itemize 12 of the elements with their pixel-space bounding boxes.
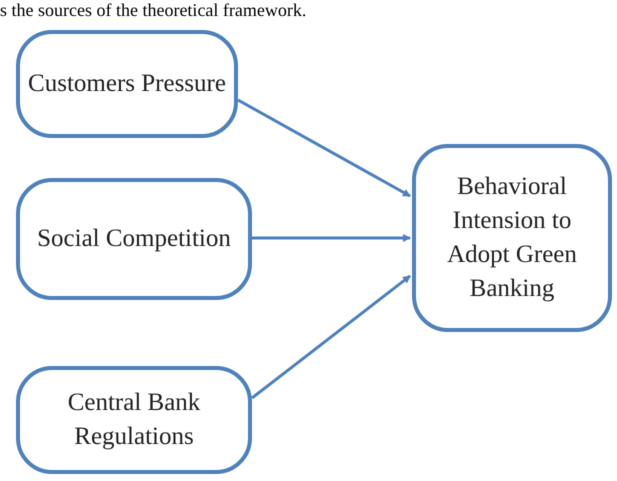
- node-label: Central Bank Regulations: [66, 388, 202, 452]
- node-label: Social Competition: [37, 224, 231, 254]
- node-label: Behavioral Intension to Adopt Green Banking: [446, 172, 578, 304]
- arrow: [251, 274, 411, 400]
- rounded-box: [16, 178, 252, 300]
- arrow: [237, 98, 411, 198]
- rounded-box: [16, 30, 238, 138]
- rounded-box: [16, 366, 252, 474]
- arrow: [252, 234, 411, 242]
- node-label: Customers Pressure: [28, 69, 226, 99]
- caption-text: s the sources of the theoretical framework.: [0, 0, 306, 20]
- rounded-box: [412, 144, 612, 332]
